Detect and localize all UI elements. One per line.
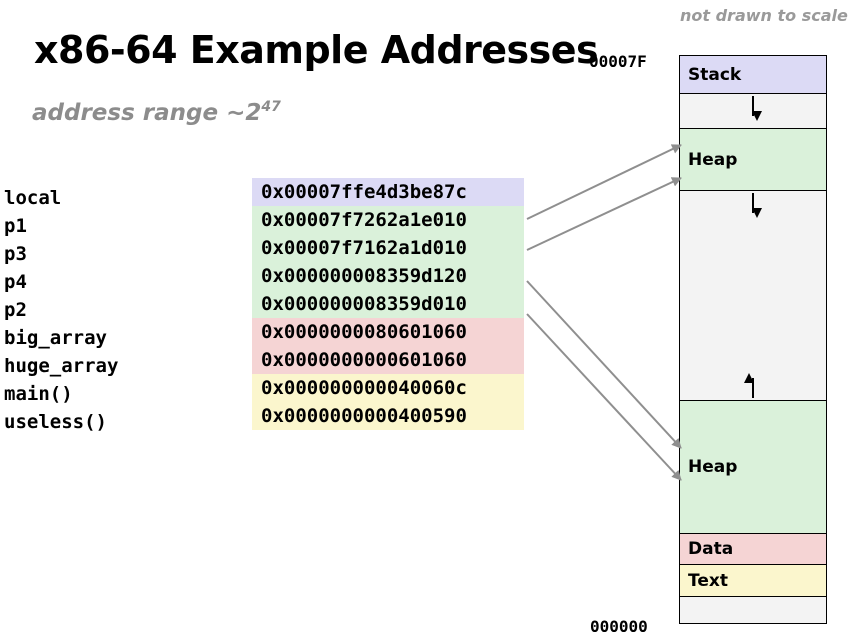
addr-local: 0x00007ffe4d3be87c: [252, 178, 524, 206]
var-name-useless: useless(): [4, 411, 107, 433]
addr-huge-array: 0x0000000000601060: [252, 346, 524, 374]
subtitle-exponent: 47: [261, 99, 281, 115]
data-segment: Data: [680, 534, 826, 565]
variable-names: local p1 p3 p4 p2 big_array huge_array m…: [4, 184, 118, 436]
heap-top-label: Heap: [688, 150, 738, 170]
var-name-p4: p4: [4, 271, 27, 293]
data-label: Data: [688, 539, 734, 559]
stack-segment: Stack: [680, 56, 826, 94]
addr-p4: 0x000000008359d120: [252, 262, 524, 290]
var-name-p3: p3: [4, 243, 27, 265]
pointer-arrow-p4: [526, 280, 682, 449]
variable-addresses: 0x00007ffe4d3be87c 0x00007f7262a1e010 0x…: [252, 178, 524, 430]
unmapped-gap: [680, 191, 826, 401]
var-name-big-array: big_array: [4, 327, 107, 349]
stack-growth-area: [680, 94, 826, 129]
var-name-huge-array: huge_array: [4, 355, 119, 377]
var-name-main: main(): [4, 383, 73, 405]
addr-big-array: 0x0000000080601060: [252, 318, 524, 346]
heap-bottom-segment: Heap: [680, 401, 826, 534]
var-name-p1: p1: [4, 215, 27, 237]
var-name-local: local: [4, 187, 62, 209]
addr-p2: 0x000000008359d010: [252, 290, 524, 318]
heap-top-segment: Heap: [680, 129, 826, 191]
bottom-address-label: 000000: [590, 617, 648, 636]
top-address-label: 00007F: [589, 52, 647, 71]
heap-bottom-label: Heap: [688, 457, 738, 477]
var-name-p2: p2: [4, 299, 27, 321]
addr-main: 0x000000000040060c: [252, 374, 524, 402]
pointer-arrow-p1: [526, 144, 682, 220]
scale-note: not drawn to scale: [680, 6, 848, 25]
memory-layout: Stack Heap Heap Data Text: [679, 55, 827, 624]
addr-useless: 0x0000000000400590: [252, 402, 524, 430]
text-label: Text: [688, 571, 728, 591]
addr-p3: 0x00007f7162a1d010: [252, 234, 524, 262]
text-segment: Text: [680, 565, 826, 597]
page-title: x86-64 Example Addresses: [34, 28, 599, 72]
address-range-subtitle: address range ~247: [32, 99, 281, 126]
addr-p1: 0x00007f7262a1e010: [252, 206, 524, 234]
pointer-arrow-p2: [526, 313, 682, 481]
subtitle-text: address range ~2: [32, 100, 262, 126]
stack-label: Stack: [688, 65, 742, 85]
pointer-arrow-p3: [526, 177, 682, 251]
